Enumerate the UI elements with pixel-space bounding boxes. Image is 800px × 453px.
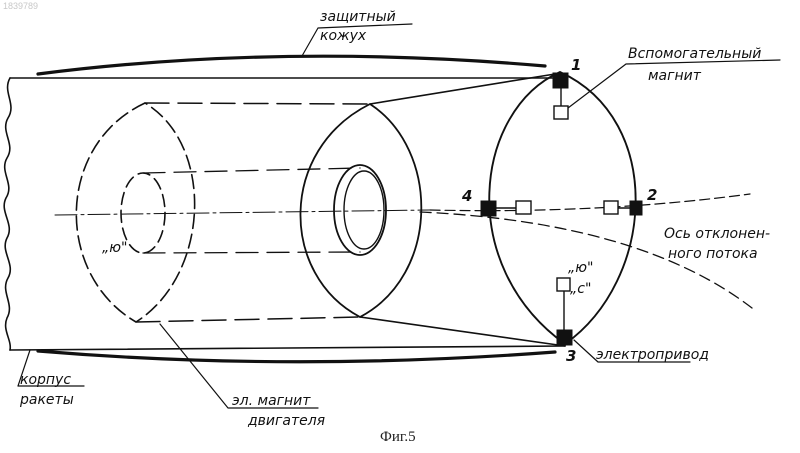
deflector-magnet-1 [553, 73, 568, 88]
rocket-body-label-line1: корпус [20, 372, 71, 388]
aux-magnet-left [516, 201, 531, 214]
shield-top [38, 56, 545, 74]
axis-label-line2: ного потока [668, 246, 758, 262]
axis-label-line1: Ось отклонен- [664, 226, 770, 242]
point-2-label: 2 [647, 186, 657, 204]
cone-line-bottom [360, 317, 565, 346]
point-3-label: 3 [566, 347, 576, 365]
aux-magnet-label-line2: магнит [648, 68, 702, 84]
aux-magnet-label-line1: Вспомогательный [628, 46, 761, 62]
figure-caption: Фиг.5 [380, 429, 416, 445]
engine-magnet-label-line2: двигателя [247, 413, 325, 429]
watermark: 1839789 [3, 1, 38, 11]
shield-label-line1: защитный [320, 9, 396, 25]
pole-label-bottom-c: „с" [570, 281, 591, 297]
rocket-body-label-line2: ракеты [19, 392, 74, 408]
aux-magnet-bottom [557, 278, 570, 291]
pole-label-rear: „ю" [102, 240, 127, 256]
rocket-body-bottom-edge [10, 346, 565, 350]
shield-bottom [38, 351, 555, 362]
rocket-body-break-line [4, 78, 11, 350]
engine-magnet-front-bore-outer [334, 165, 386, 255]
rocket-axis [55, 210, 430, 215]
engine-magnet-rear-outer [76, 103, 194, 322]
magnet-link-bottom [136, 317, 360, 322]
electric-drive-label: электропривод [596, 347, 709, 363]
deflector-magnet-3 [557, 330, 572, 345]
bore-link-bottom [143, 252, 360, 253]
point-1-label: 1 [571, 56, 581, 74]
engine-magnet-front-bore-inner [344, 171, 384, 249]
deflector-magnet-4 [481, 201, 496, 216]
point-4-label: 4 [461, 187, 472, 205]
deflected-flow-axis [430, 194, 750, 211]
magnet-link-top [145, 103, 370, 104]
pole-label-bottom-yu: „ю" [568, 260, 593, 276]
engine-magnet-rear-inner [121, 173, 165, 253]
aux-magnet-top [554, 106, 568, 119]
aux-magnet-right [604, 201, 618, 214]
bore-link-top [143, 168, 360, 173]
deflector-magnet-2 [630, 201, 642, 215]
engine-magnet-label-line1: эл. магнит [232, 393, 311, 409]
shield-label-line2: кожух [320, 28, 367, 44]
